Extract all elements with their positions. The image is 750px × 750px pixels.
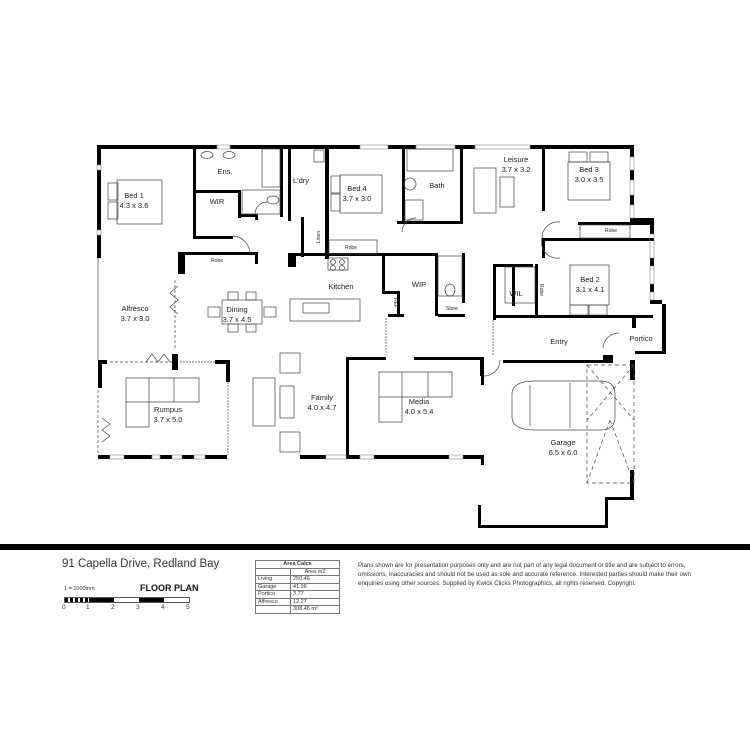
svg-text:Linen: Linen: [316, 231, 322, 243]
svg-text:Family: Family: [311, 393, 333, 402]
svg-text:Bed 1: Bed 1: [124, 191, 144, 200]
svg-text:Bed 3: Bed 3: [579, 165, 599, 174]
svg-text:3.1 x 4.1: 3.1 x 4.1: [576, 285, 605, 294]
svg-text:3.7 x 5.0: 3.7 x 5.0: [154, 415, 183, 424]
area-column-header: Area m2: [290, 567, 340, 576]
svg-text:3.7 x 3.2: 3.7 x 3.2: [502, 165, 531, 174]
disclaimer-text: Plans shown are for presentation purpose…: [358, 562, 691, 587]
svg-text:Media: Media: [409, 397, 430, 406]
svg-text:Alfresco: Alfresco: [121, 304, 148, 313]
svg-text:Kitchen: Kitchen: [328, 282, 353, 291]
svg-text:Robe: Robe: [605, 228, 617, 234]
svg-text:Store: Store: [446, 306, 458, 312]
svg-text:Garage: Garage: [550, 438, 575, 447]
svg-text:3.0 x 3.5: 3.0 x 3.5: [575, 175, 604, 184]
svg-text:3.7 x 3.0: 3.7 x 3.0: [343, 194, 372, 203]
svg-text:WIR: WIR: [210, 197, 225, 206]
svg-text:3.7 x 4.5: 3.7 x 4.5: [223, 315, 252, 324]
divider-bar: [0, 544, 750, 550]
svg-text:Dining: Dining: [226, 305, 247, 314]
windows: [96, 144, 655, 460]
area-calcs-title: Area Calcs: [255, 560, 340, 569]
svg-text:Robe: Robe: [538, 284, 544, 296]
svg-text:Rumpus: Rumpus: [154, 405, 182, 414]
svg-text:6.5 x 6.0: 6.5 x 6.0: [549, 448, 578, 457]
scale-label: 1 = 1000mm: [64, 586, 95, 592]
walls: [97, 145, 666, 528]
property-address: 91 Capella Drive, Redland Bay: [62, 558, 220, 570]
svg-text:4.3 x 3.6: 4.3 x 3.6: [120, 201, 149, 210]
svg-text:Robe: Robe: [345, 245, 357, 251]
floor-plan-title: FLOOR PLAN: [140, 583, 199, 593]
table-row-total: 308.46 m²: [255, 605, 340, 614]
room-labels: Bed 1 4.3 x 3.6 Ens. WIR L'dry Linen Bed…: [120, 155, 653, 457]
svg-text:L'dry: L'dry: [293, 176, 309, 185]
svg-text:4.0 x 5.4: 4.0 x 5.4: [405, 407, 434, 416]
svg-text:Bed 4: Bed 4: [347, 184, 367, 193]
svg-text:Portico: Portico: [629, 334, 652, 343]
svg-text:Ens.: Ens.: [217, 167, 232, 176]
fixtures: [97, 148, 635, 484]
svg-text:Bath: Bath: [429, 181, 444, 190]
svg-text:WIL: WIL: [509, 289, 522, 298]
svg-text:Bed 2: Bed 2: [580, 275, 600, 284]
svg-text:Entry: Entry: [550, 337, 568, 346]
svg-text:3.7 x 3.0: 3.7 x 3.0: [121, 314, 150, 323]
svg-text:WIP: WIP: [412, 280, 426, 289]
svg-text:Leisure: Leisure: [504, 155, 529, 164]
svg-text:REF: REF: [392, 298, 398, 308]
svg-text:Robe: Robe: [211, 258, 223, 264]
scale-bar: [64, 597, 190, 603]
svg-text:4.0 x 4.7: 4.0 x 4.7: [308, 403, 337, 412]
